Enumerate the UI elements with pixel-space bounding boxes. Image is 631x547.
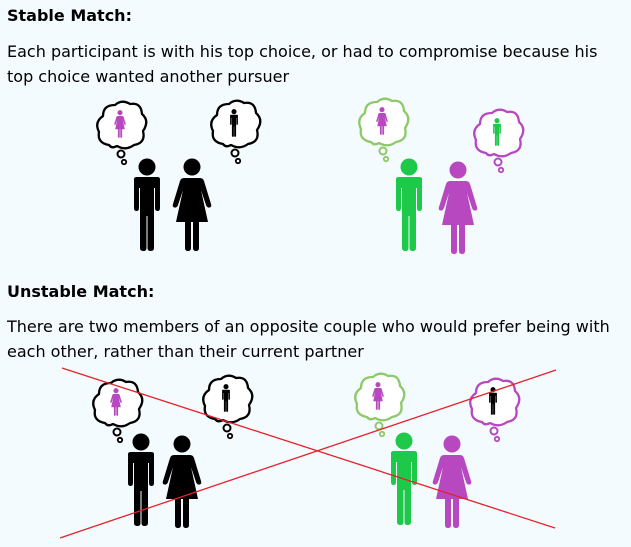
unstable-left-man-thought-bubble — [92, 378, 144, 444]
stable-right-woman-thought-man-icon — [493, 118, 501, 146]
stable-right-man-thought-woman-icon — [376, 107, 388, 135]
stable-left-man-thought-woman-icon — [114, 110, 126, 138]
unstable-right-man-thought-woman-icon — [372, 382, 384, 410]
stable-match-illustration — [96, 97, 525, 254]
stable-left-woman-thought-man-icon — [230, 109, 238, 137]
unstable-left-man-figure — [128, 433, 154, 526]
cross-line-descending — [61, 367, 556, 529]
unstable-match-heading: Unstable Match: — [7, 282, 155, 301]
unstable-right-woman-figure — [432, 435, 472, 528]
unstable-match-description: There are two members of an opposite cou… — [7, 317, 610, 361]
unstable-left-woman-figure — [162, 435, 202, 528]
unstable-left-man-thought-woman-icon — [110, 388, 122, 416]
unstable-match-illustration — [59, 367, 557, 539]
unstable-left-woman-thought-man-icon — [222, 384, 230, 412]
unstable-right-woman-thought-bubble — [469, 377, 521, 443]
stable-match-heading: Stable Match: — [7, 6, 132, 25]
stable-right-man-figure — [396, 158, 422, 251]
cross-line-ascending — [59, 369, 557, 539]
unstable-right-man-figure — [391, 432, 417, 525]
stable-right-woman-thought-bubble — [473, 108, 525, 174]
stable-right-man-thought-bubble — [358, 97, 410, 163]
stable-right-woman-figure — [438, 161, 478, 254]
stable-left-woman-figure — [172, 158, 212, 251]
unstable-right-man-thought-bubble — [354, 372, 406, 438]
stable-left-man-thought-bubble — [96, 100, 148, 166]
stable-left-man-figure — [134, 158, 160, 251]
stable-left-woman-thought-bubble — [210, 99, 262, 165]
stable-match-description: Each participant is with his top choice,… — [7, 42, 598, 86]
unstable-left-woman-thought-bubble — [202, 374, 254, 440]
